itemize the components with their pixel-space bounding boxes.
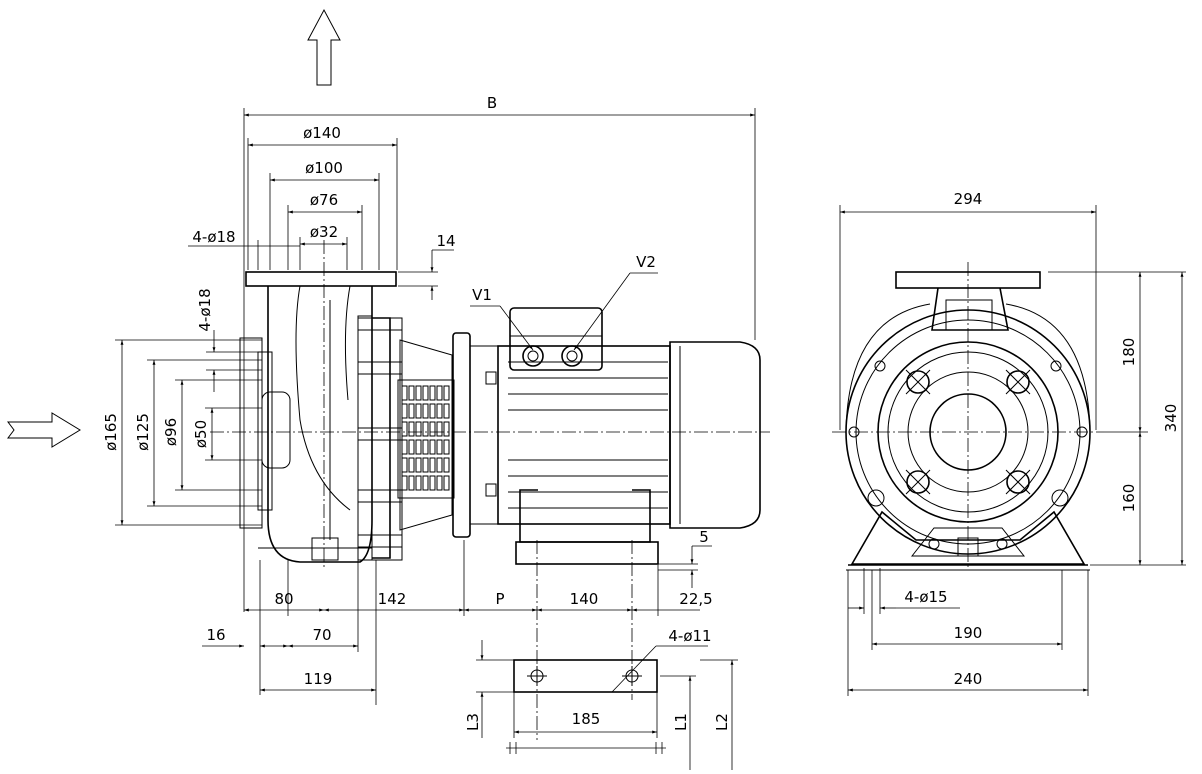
- dimension-180-label: 180: [1120, 338, 1138, 367]
- dimension-190-label: 190: [954, 624, 983, 642]
- dimension-d140-label: ø140: [303, 124, 341, 142]
- dimension-L2-label: L2: [713, 713, 731, 731]
- dimension-B-label: B: [487, 94, 497, 112]
- dimension-d50: ø50: [192, 407, 262, 461]
- dimension-16-70: 16 70: [202, 560, 359, 695]
- label-V2: V2: [573, 253, 658, 351]
- outlet-flow-arrow-icon: [307, 8, 341, 86]
- dimension-holes-4-d11-label: 4-ø11: [668, 627, 711, 645]
- dimension-119-label: 119: [304, 670, 333, 688]
- dimension-L3-label: L3: [464, 713, 482, 731]
- dimension-bottom-chain: 80 142 P 140 22,5: [244, 540, 713, 705]
- dimension-180: 180: [1048, 271, 1186, 433]
- dimension-L1-label: L1: [672, 713, 690, 731]
- dimension-holes-top-label: 4-ø18: [192, 228, 235, 246]
- dimension-d165: ø165: [102, 339, 262, 526]
- dimension-185-label: 185: [572, 710, 601, 728]
- dimension-holes-top: 4-ø18: [188, 228, 300, 270]
- dimension-14: 14: [398, 232, 456, 300]
- dimension-14-label: 14: [436, 232, 455, 250]
- front-flange-bolts: [905, 369, 1031, 495]
- casing-bolts: [357, 317, 403, 548]
- dimension-d96: ø96: [162, 379, 262, 491]
- dimension-5: 5: [658, 528, 712, 588]
- dimension-340-label: 340: [1162, 404, 1180, 433]
- dimension-d100: ø100: [269, 159, 380, 270]
- label-V1: V1: [470, 286, 534, 351]
- dimension-190: 190: [871, 570, 1063, 650]
- base-plate-detail: L3 4-ø11 185 L1 L2: [464, 627, 738, 770]
- motor-side-view: [452, 307, 761, 565]
- dimension-d76: ø76: [287, 191, 363, 270]
- dimension-5-label: 5: [699, 528, 709, 546]
- dimension-240-label: 240: [954, 670, 983, 688]
- dimension-d100-label: ø100: [305, 159, 343, 177]
- dimension-294-label: 294: [954, 190, 983, 208]
- dimension-22-5-label: 22,5: [679, 590, 712, 608]
- dimension-140-bottom-label: 140: [570, 590, 599, 608]
- dimension-d32: ø32: [299, 223, 348, 270]
- dimension-d165-label: ø165: [102, 413, 120, 451]
- dimension-142-label: 142: [378, 590, 407, 608]
- dimension-d76-label: ø76: [310, 191, 338, 209]
- dimension-340: 340: [1162, 272, 1184, 565]
- dimension-d125: ø125: [134, 359, 262, 507]
- dimension-d96-label: ø96: [162, 418, 180, 446]
- dimension-294: 294: [839, 190, 1097, 430]
- dimension-holes-4-d15-label: 4-ø15: [904, 588, 947, 606]
- dimension-holes-4-d15: 4-ø15: [848, 568, 960, 614]
- dimension-16-label: 16: [206, 626, 225, 644]
- dimension-119: 119: [260, 670, 376, 692]
- dimension-80-label: 80: [274, 590, 293, 608]
- dimension-d125-label: ø125: [134, 413, 152, 451]
- dimension-160: 160: [1090, 432, 1186, 566]
- dimension-240: 240: [847, 570, 1089, 696]
- motor-lantern-fins: [397, 339, 455, 531]
- dimension-160-label: 160: [1120, 484, 1138, 513]
- label-V1-text: V1: [472, 286, 492, 304]
- dimension-d50-label: ø50: [192, 420, 210, 448]
- label-V2-text: V2: [636, 253, 656, 271]
- dimension-holes-side-label: 4-ø18: [196, 288, 214, 331]
- dimension-70-label: 70: [312, 626, 331, 644]
- pump-casing-side-view: [239, 271, 403, 563]
- dimension-P-label: P: [495, 590, 504, 608]
- dimension-holes-side: 4-ø18: [196, 288, 262, 392]
- dimension-d140: ø140: [247, 124, 398, 270]
- inlet-flow-arrow-icon: [7, 412, 81, 448]
- dimension-d32-label: ø32: [310, 223, 338, 241]
